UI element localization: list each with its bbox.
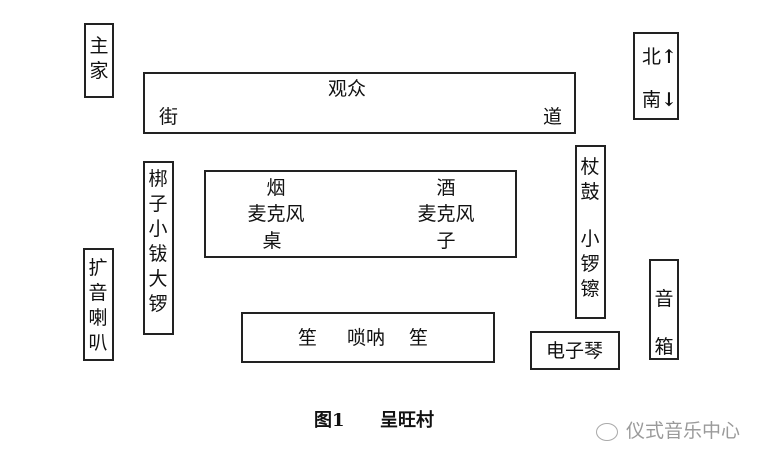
north-arrow-icon: ↑ bbox=[661, 46, 677, 68]
figure-number: 图1 bbox=[314, 410, 345, 431]
right-percussion-box: 杖鼓 小锣镲 bbox=[575, 145, 606, 319]
winds-middle-label: 唢呐 bbox=[347, 327, 386, 349]
street-right-label: 道 bbox=[543, 106, 563, 128]
watermark-text: 仪式音乐中心 bbox=[626, 420, 741, 442]
watermark: 仪式音乐中心 bbox=[596, 416, 740, 443]
host-box: 主家 bbox=[84, 23, 114, 98]
loudspeaker-label: 扩音喇叭 bbox=[88, 257, 108, 354]
keyboard-box: 电子琴 bbox=[530, 331, 620, 370]
host-label: 主家 bbox=[89, 35, 109, 82]
south-text: 南 bbox=[642, 89, 662, 111]
speaker-label: 音箱 bbox=[654, 288, 674, 358]
south-label: 南↓ bbox=[642, 91, 677, 110]
north-label: 北↑ bbox=[642, 48, 677, 67]
winds-left-label: 笙 bbox=[298, 327, 318, 349]
audience-label: 观众 bbox=[327, 78, 367, 100]
south-arrow-icon: ↓ bbox=[661, 89, 677, 111]
street-left-label: 街 bbox=[159, 106, 179, 128]
table-left-3: 桌 bbox=[262, 230, 282, 252]
compass-box: 北↑ 南↓ bbox=[633, 32, 679, 120]
winds-right-label: 笙 bbox=[409, 327, 429, 349]
winds-box: 笙 唢呐 笙 bbox=[241, 312, 495, 363]
speaker-box: 音箱 bbox=[649, 259, 679, 360]
figure-title: 呈旺村 bbox=[380, 410, 434, 431]
table-box: 烟 麦克风 桌 酒 麦克风 子 bbox=[204, 170, 517, 258]
wechat-icon bbox=[596, 422, 618, 441]
left-percussion-box: 梆子小钹大锣 bbox=[143, 161, 174, 335]
table-left-1: 烟 bbox=[266, 177, 286, 199]
north-text: 北 bbox=[642, 46, 662, 68]
loudspeaker-box: 扩音喇叭 bbox=[83, 248, 114, 361]
table-right-3: 子 bbox=[436, 230, 456, 252]
right-percussion-bottom-label: 小锣镲 bbox=[580, 228, 600, 300]
table-right-1: 酒 bbox=[436, 177, 456, 199]
right-percussion-top-label: 杖鼓 bbox=[580, 156, 600, 203]
table-right-2: 麦克风 bbox=[417, 203, 475, 225]
street-box: 观众 街 道 bbox=[143, 72, 576, 134]
table-left-2: 麦克风 bbox=[247, 203, 305, 225]
keyboard-label: 电子琴 bbox=[546, 340, 604, 362]
left-percussion-label: 梆子小钹大锣 bbox=[148, 168, 168, 315]
